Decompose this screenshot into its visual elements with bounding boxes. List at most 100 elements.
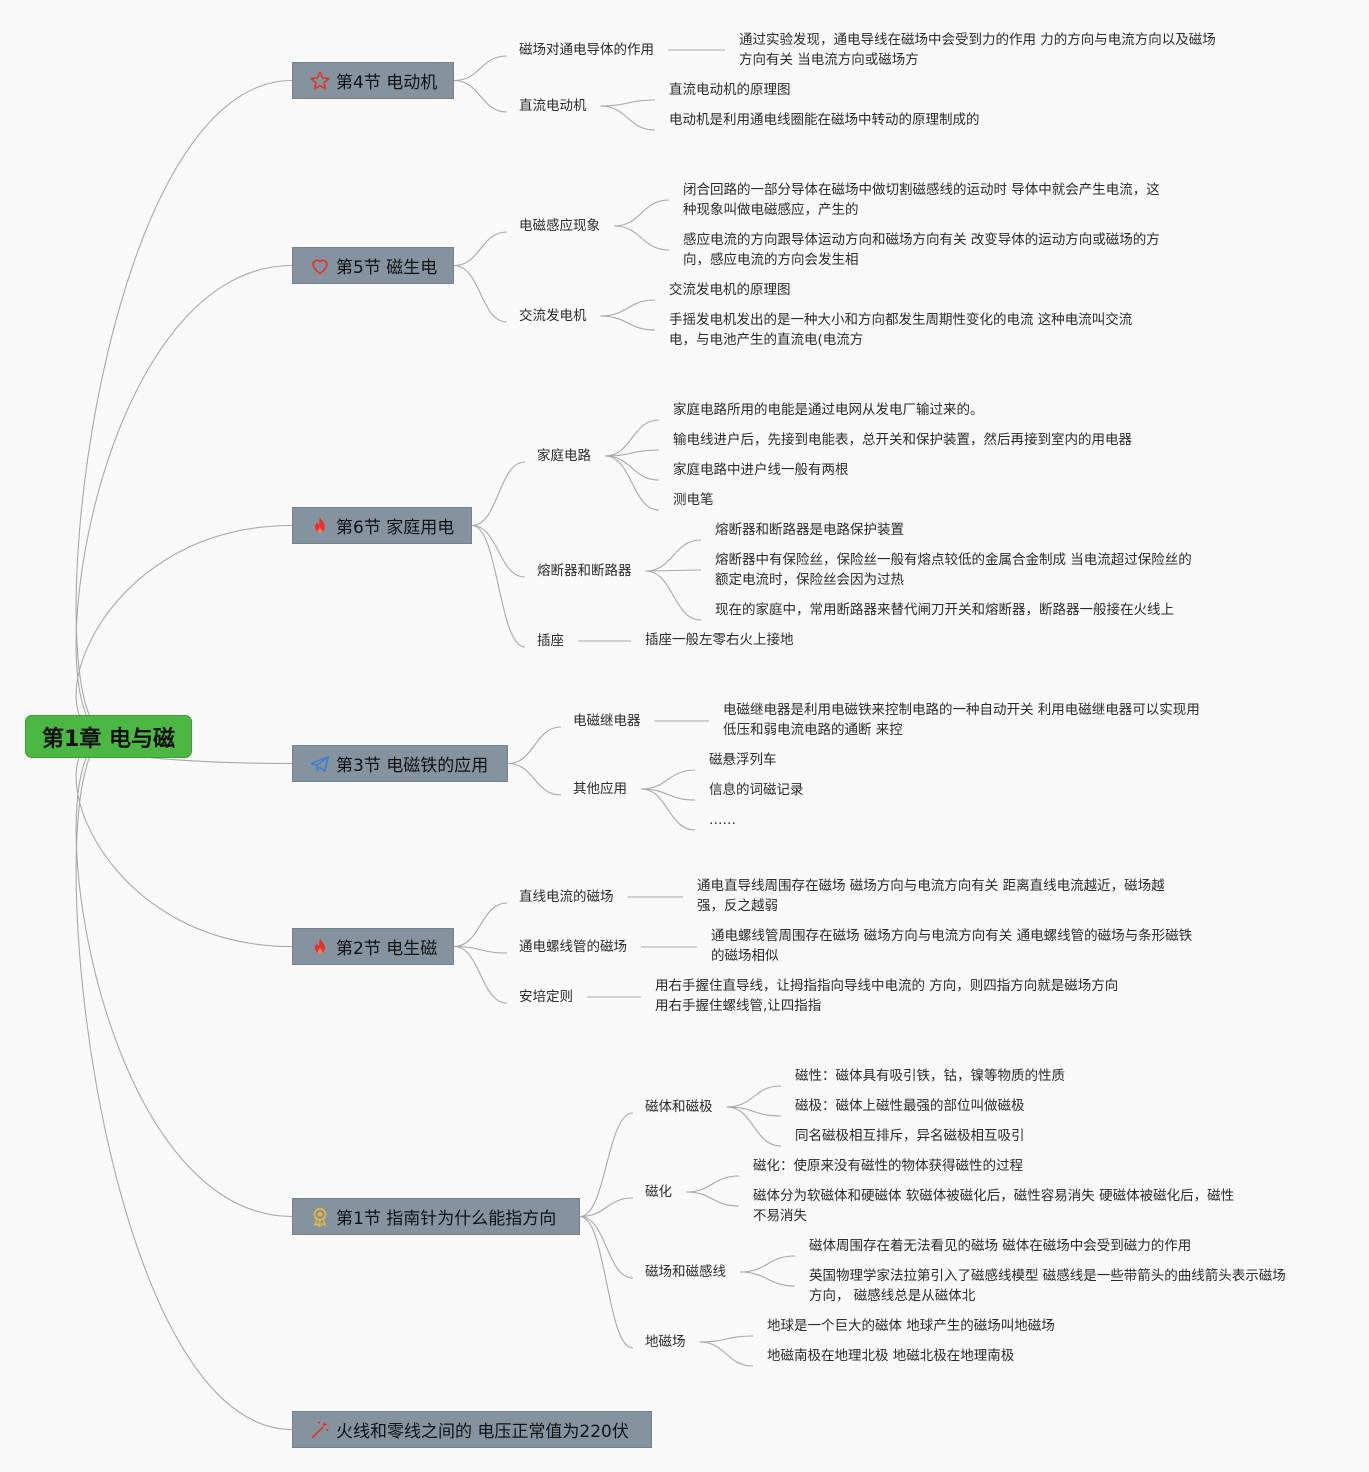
leaf-node-line: 熔断器和断路器是电路保护装置 bbox=[715, 522, 904, 538]
connector-line bbox=[640, 788, 696, 831]
subtopic-node[interactable]: 地磁场 bbox=[645, 1334, 686, 1350]
leaf-node-line: 方向， 磁感线总是从磁体北 bbox=[809, 1288, 976, 1304]
leaf-node[interactable]: 现在的家庭中，常用断路器来替代闸刀开关和熔断器，断路器一般接在火线上 bbox=[715, 600, 1174, 620]
connector-line bbox=[579, 1215, 634, 1349]
section-node[interactable]: 火线和零线之间的 电压正常值为220伏 bbox=[292, 1411, 652, 1448]
subtopic-node[interactable]: 其他应用 bbox=[573, 781, 627, 797]
connector-line bbox=[75, 264, 293, 737]
connector-line bbox=[453, 79, 508, 113]
section-label: 第6节 家庭用电 bbox=[336, 518, 455, 538]
leaf-node[interactable]: 磁极：磁体上磁性最强的部位叫做磁极 bbox=[795, 1096, 1025, 1116]
section-label: 第3节 电磁铁的应用 bbox=[336, 756, 489, 776]
leaf-node[interactable]: 同名磁极相互排斥，异名磁极相互吸引 bbox=[795, 1126, 1025, 1146]
root-topic[interactable]: 第1章 电与磁 bbox=[25, 715, 192, 758]
leaf-node-line: 通过实验发现，通电导线在磁场中会受到力的作用 力的方向与电流方向以及磁场 bbox=[739, 32, 1216, 48]
leaf-node[interactable]: 地磁南极在地理北极 地磁北极在地理南极 bbox=[767, 1346, 1014, 1366]
leaf-node-line: 低压和弱电流电路的通断 来控 bbox=[723, 722, 903, 738]
leaf-node[interactable]: 直流电动机的原理图 bbox=[669, 80, 791, 100]
connector-line bbox=[640, 769, 696, 790]
leaf-node[interactable]: 闭合回路的一部分导体在磁场中做切割磁感线的运动时 导体中就会产生电流，这种现象叫… bbox=[683, 180, 1160, 220]
subtopic-node[interactable]: 磁化 bbox=[645, 1184, 672, 1200]
connector-line bbox=[471, 461, 526, 527]
leaf-node-line: 插座一般左零右火上接地 bbox=[645, 632, 794, 648]
medal-icon bbox=[308, 1205, 332, 1229]
connector-line bbox=[75, 524, 293, 737]
leaf-node-line: 不易消失 bbox=[753, 1208, 807, 1224]
leaf-node-line: 磁体分为软磁体和硬磁体 软磁体被磁化后，磁性容易消失 硬磁体被磁化后，磁性 bbox=[753, 1188, 1235, 1204]
connector-line bbox=[739, 1271, 796, 1287]
leaf-node[interactable]: 输电线进户后，先接到电能表，总开关和保护装置，然后再接到室内的用电器 bbox=[673, 430, 1132, 450]
connector-line bbox=[453, 902, 508, 948]
subtopic-node[interactable]: 磁场对通电导体的作用 bbox=[519, 42, 654, 58]
subtopic-node[interactable]: 通电螺线管的磁场 bbox=[519, 939, 627, 955]
leaf-node[interactable]: 家庭电路中进户线一般有两根 bbox=[673, 460, 849, 480]
leaf-node[interactable]: 磁化：使原来没有磁性的物体获得磁性的过程 bbox=[753, 1156, 1023, 1176]
leaf-node[interactable]: 通过实验发现，通电导线在磁场中会受到力的作用 力的方向与电流方向以及磁场方向有关… bbox=[739, 30, 1216, 70]
section-node[interactable]: 第4节 电动机 bbox=[292, 62, 454, 99]
section-node[interactable]: 第5节 磁生电 bbox=[292, 247, 454, 284]
section-node[interactable]: 第6节 家庭用电 bbox=[292, 507, 472, 544]
leaf-node-line: 熔断器中有保险丝，保险丝一般有熔点较低的金属合金制成 当电流超过保险丝的 bbox=[715, 552, 1192, 568]
leaf-node-line: 同名磁极相互排斥，异名磁极相互吸引 bbox=[795, 1128, 1025, 1144]
leaf-node[interactable]: 熔断器中有保险丝，保险丝一般有熔点较低的金属合金制成 当电流超过保险丝的额定电流… bbox=[715, 550, 1192, 590]
subtopic-node[interactable]: 熔断器和断路器 bbox=[537, 563, 632, 579]
leaf-node[interactable]: 磁体周围存在着无法看见的磁场 磁体在磁场中会受到磁力的作用 bbox=[809, 1236, 1191, 1256]
connector-line bbox=[453, 945, 508, 954]
connector-line bbox=[699, 1335, 754, 1343]
leaf-node[interactable]: 用右手握住直导线，让拇指指向导线中电流的 方向，则四指方向就是磁场方向用右手握住… bbox=[655, 976, 1118, 1016]
subtopic-node[interactable]: 插座 bbox=[537, 633, 564, 649]
leaf-node[interactable]: …… bbox=[709, 810, 736, 830]
subtopic-node[interactable]: 磁体和磁极 bbox=[645, 1099, 713, 1115]
section-node[interactable]: 第2节 电生磁 bbox=[292, 928, 454, 965]
leaf-node-line: 地磁南极在地理北极 地磁北极在地理南极 bbox=[767, 1348, 1015, 1364]
leaf-node-line: …… bbox=[709, 812, 736, 828]
leaf-node[interactable]: 通电直导线周围存在磁场 磁场方向与电流方向有关 距离直线电流越近，磁场越强，反之… bbox=[697, 876, 1165, 916]
leaf-node-line: 的磁场相似 bbox=[711, 948, 779, 964]
leaf-node[interactable]: 熔断器和断路器是电路保护装置 bbox=[715, 520, 904, 540]
leaf-node[interactable]: 插座一般左零右火上接地 bbox=[645, 630, 794, 650]
connector-line bbox=[579, 1215, 634, 1279]
connector-line bbox=[604, 449, 660, 457]
connector-line bbox=[604, 419, 660, 457]
leaf-node[interactable]: 感应电流的方向跟导体运动方向和磁场方向有关 改变导体的运动方向或磁场的方向，感应… bbox=[683, 230, 1160, 270]
leaf-node[interactable]: 家庭电路所用的电能是通过电网从发电厂输过来的。 bbox=[673, 400, 984, 420]
leaf-node[interactable]: 磁体分为软磁体和硬磁体 软磁体被磁化后，磁性容易消失 硬磁体被磁化后，磁性不易消… bbox=[753, 1186, 1234, 1226]
subtopic-node[interactable]: 直线电流的磁场 bbox=[519, 889, 614, 905]
leaf-node-line: 用右手握住直导线，让拇指指向导线中电流的 方向，则四指方向就是磁场方向 bbox=[655, 978, 1119, 994]
subtopic-node[interactable]: 直流电动机 bbox=[519, 98, 587, 114]
connector-line bbox=[604, 455, 660, 481]
section-label: 火线和零线之间的 电压正常值为220伏 bbox=[336, 1422, 629, 1442]
connector-line bbox=[75, 79, 293, 737]
leaf-node-line: 电动机是利用通电线圈能在磁场中转动的原理制成的 bbox=[669, 112, 980, 128]
leaf-node[interactable]: 英国物理学家法拉第引入了磁感线模型 磁感线是一些带箭头的曲线箭头表示磁场方向， … bbox=[809, 1266, 1286, 1306]
leaf-node[interactable]: 手摇发电机发出的是一种大小和方向都发生周期性变化的电流 这种电流叫交流电，与电池… bbox=[669, 310, 1132, 350]
section-label: 第5节 磁生电 bbox=[336, 258, 438, 278]
section-label: 第4节 电动机 bbox=[336, 73, 438, 93]
leaf-node-line: 磁性：磁体具有吸引铁，钴，镍等物质的性质 bbox=[795, 1068, 1065, 1084]
connector-line bbox=[453, 55, 508, 82]
leaf-node[interactable]: 通电螺线管周围存在磁场 磁场方向与电流方向有关 通电螺线管的磁场与条形磁铁的磁场… bbox=[711, 926, 1192, 966]
leaf-node-line: 信息的词磁记录 bbox=[709, 782, 804, 798]
subtopic-node[interactable]: 家庭电路 bbox=[537, 448, 591, 464]
leaf-node-line: 测电笔 bbox=[673, 492, 714, 508]
connector-line bbox=[471, 524, 526, 578]
leaf-node[interactable]: 磁性：磁体具有吸引铁，钴，镍等物质的性质 bbox=[795, 1066, 1065, 1086]
leaf-node-line: 通电螺线管周围存在磁场 磁场方向与电流方向有关 通电螺线管的磁场与条形磁铁 bbox=[711, 928, 1193, 944]
leaf-node[interactable]: 地球是一个巨大的磁体 地球产生的磁场叫地磁场 bbox=[767, 1316, 1055, 1336]
leaf-node[interactable]: 磁悬浮列车 bbox=[709, 750, 777, 770]
subtopic-node[interactable]: 电磁继电器 bbox=[573, 713, 641, 729]
subtopic-node[interactable]: 交流发电机 bbox=[519, 308, 587, 324]
section-node[interactable]: 第1节 指南针为什么能指方向 bbox=[292, 1198, 580, 1235]
leaf-node[interactable]: 测电笔 bbox=[673, 490, 714, 510]
subtopic-node[interactable]: 电磁感应现象 bbox=[519, 218, 600, 234]
leaf-node[interactable]: 电动机是利用通电线圈能在磁场中转动的原理制成的 bbox=[669, 110, 980, 130]
section-node[interactable]: 第3节 电磁铁的应用 bbox=[292, 745, 508, 782]
connector-line bbox=[613, 199, 670, 227]
leaf-node[interactable]: 交流发电机的原理图 bbox=[669, 280, 791, 300]
subtopic-node[interactable]: 磁场和磁感线 bbox=[645, 1264, 726, 1280]
subtopic-node[interactable]: 安培定则 bbox=[519, 989, 573, 1005]
leaf-node[interactable]: 信息的词磁记录 bbox=[709, 780, 804, 800]
leaf-node[interactable]: 电磁继电器是利用电磁铁来控制电路的一种自动开关 利用电磁继电器可以实现用低压和弱… bbox=[723, 700, 1200, 740]
connector-line bbox=[699, 1341, 754, 1367]
